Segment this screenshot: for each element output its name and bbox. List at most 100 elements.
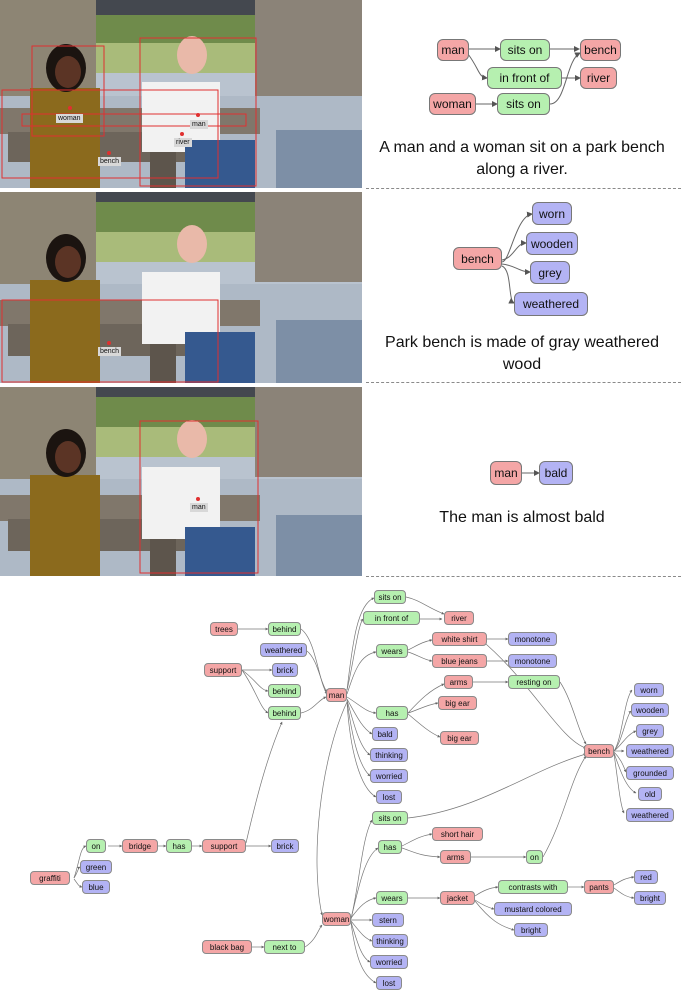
region-label-man: man [190,120,208,129]
node-wears: wears [376,644,408,658]
node-behind: behind [268,622,301,636]
photo-panel-2: bench [0,192,362,383]
node-trees: trees [210,622,238,636]
node-old: old [638,787,662,801]
node-woman: woman [322,912,351,926]
region-label-woman: woman [56,114,83,123]
node-grounded: grounded [626,766,674,780]
node-weathered: weathered [626,744,674,758]
node-monotone: monotone [508,654,557,668]
node-bench: bench [580,39,621,61]
node-on: on [86,839,106,853]
man-region-box [139,37,257,187]
node-graffiti: graffiti [30,871,70,885]
node-brick: brick [271,839,299,853]
node-in-front-of: in front of [363,611,420,625]
separator [366,382,681,383]
node-on: on [526,850,543,864]
node-sits-on: sits on [497,93,550,115]
node-weathered: weathered [514,292,588,316]
node-white-shirt: white shirt [432,632,487,646]
node-brick: brick [272,663,298,677]
node-stern: stern [372,913,404,927]
node-weathered: weathered [260,643,307,657]
node-man: man [326,688,347,702]
panel-3-caption: The man is almost bald [439,509,605,526]
node-bench: bench [453,247,502,270]
node-wooden: wooden [526,232,578,255]
node-wooden: wooden [631,703,669,717]
node-sits-on: sits on [500,39,550,61]
node-sits-on: sits on [372,811,408,825]
bench-region-box [1,299,219,383]
node-wears: wears [376,891,408,905]
node-blue-jeans: blue jeans [432,654,487,668]
node-grey: grey [530,261,570,284]
node-worn: worn [634,683,664,697]
bench-region-box [1,89,219,179]
panel-1-caption: A man and a woman sit on a park bench al… [379,139,665,178]
node-bridge: bridge [122,839,158,853]
node-monotone: monotone [508,632,557,646]
node-big-ear: big ear [440,731,479,745]
node-worn: worn [532,202,572,225]
node-has: has [376,706,408,720]
node-sits-on: sits on [374,590,406,604]
node-thinking: thinking [372,934,408,948]
node-behind: behind [268,684,301,698]
node-bald: bald [372,727,398,741]
node-river: river [444,611,474,625]
node-lost: lost [376,976,402,990]
node-bench: bench [584,744,614,758]
node-mustard-colored: mustard colored [494,902,572,916]
river-region-box [21,113,247,127]
region-label-bench: bench [98,157,122,166]
node-green: green [80,860,112,874]
node-short-hair: short hair [432,827,483,841]
node-bald: bald [539,461,573,485]
node-red: red [634,870,658,884]
separator [366,576,681,577]
node-grey: grey [636,724,664,738]
node-has: has [378,840,402,854]
node-in-front-of: in front of [487,67,562,89]
node-bright: bright [514,923,548,937]
node-lost: lost [376,790,402,804]
node-arms: arms [444,675,473,689]
man-region-box [139,420,259,574]
node-river: river [580,67,617,89]
node-support: support [202,839,246,853]
scene-photo [0,0,362,188]
node-woman: woman [429,93,476,115]
region-label-man: man [190,503,208,512]
node-bright: bright [634,891,666,905]
node-jacket: jacket [440,891,475,905]
node-weathered: weathered [626,808,674,822]
node-support: support [204,663,242,677]
panel-2-caption: Park bench is made of gray weathered woo… [385,334,659,373]
node-resting-on: resting on [508,675,560,689]
region-label-river: river [174,138,192,147]
node-man: man [490,461,522,485]
photo-panel-3: man [0,387,362,576]
node-arms: arms [440,850,471,864]
node-contrasts-with: contrasts with [498,880,568,894]
woman-region-box [31,45,105,137]
node-blue: blue [82,880,110,894]
node-pants: pants [584,880,614,894]
node-worried: worried [370,769,408,783]
node-man: man [437,39,469,61]
region-label-bench: bench [98,347,122,356]
node-black-bag: black bag [202,940,252,954]
separator [366,188,681,189]
node-behind: behind [268,706,301,720]
photo-panel-1: woman man bench river [0,0,362,188]
node-next-to: next to [264,940,305,954]
node-thinking: thinking [370,748,408,762]
scene-photo [0,387,362,576]
node-worried: worried [370,955,408,969]
node-has: has [166,839,192,853]
node-big-ear: big ear [438,696,477,710]
